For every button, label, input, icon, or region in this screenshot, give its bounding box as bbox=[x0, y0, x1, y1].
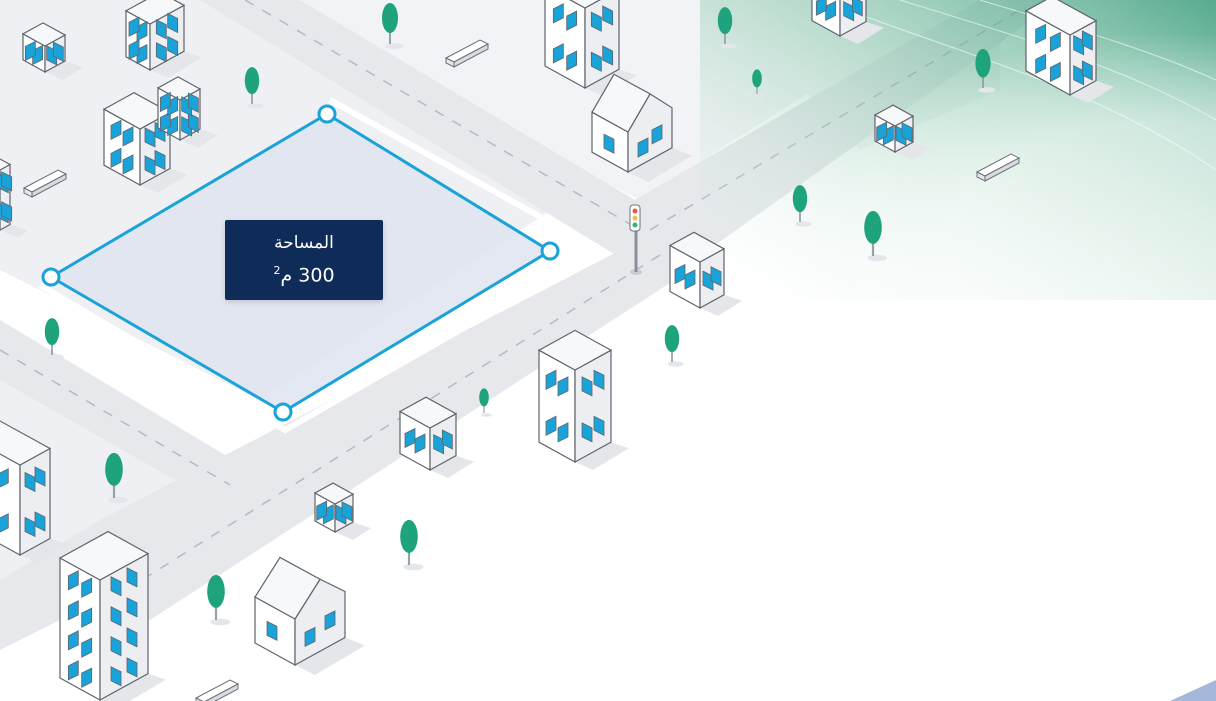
building-icon bbox=[537, 329, 629, 470]
tree-icon bbox=[479, 388, 492, 417]
area-label: المساحة bbox=[274, 232, 334, 253]
area-value: 300 م2 bbox=[273, 258, 334, 288]
tree-icon bbox=[105, 452, 129, 504]
house-icon bbox=[591, 73, 692, 182]
tree-icon bbox=[864, 210, 888, 262]
tree-icon bbox=[792, 185, 812, 227]
building-icon bbox=[873, 104, 931, 160]
area-number: 300 bbox=[298, 264, 335, 287]
building-icon bbox=[0, 420, 68, 563]
building-icon bbox=[668, 231, 742, 316]
building-icon bbox=[0, 158, 28, 238]
bench-icon bbox=[22, 169, 68, 198]
vertex-handle-icon[interactable] bbox=[273, 402, 293, 422]
vertex-handle-icon[interactable] bbox=[41, 267, 61, 287]
vertex-handle-icon[interactable] bbox=[540, 241, 560, 261]
tree-icon bbox=[382, 3, 403, 49]
building-icon bbox=[313, 482, 371, 540]
bench-icon bbox=[444, 39, 490, 68]
tree-icon bbox=[44, 318, 64, 360]
bench-icon bbox=[975, 153, 1021, 182]
building-icon bbox=[124, 0, 202, 78]
area-unit-exponent: 2 bbox=[273, 263, 281, 277]
tree-icon bbox=[244, 67, 264, 109]
building-icon bbox=[156, 76, 218, 148]
house-icon bbox=[254, 556, 365, 675]
area-unit: م bbox=[280, 264, 293, 287]
building-icon bbox=[398, 396, 474, 478]
map-objects bbox=[0, 0, 1114, 701]
area-tooltip: المساحة 300 م2 bbox=[225, 220, 383, 300]
building-icon bbox=[811, 0, 884, 44]
tree-icon bbox=[752, 69, 765, 98]
traffic-light-icon bbox=[629, 204, 642, 275]
building-icon bbox=[58, 530, 166, 701]
tree-icon bbox=[975, 49, 996, 93]
building-icon bbox=[21, 22, 83, 80]
tree-icon bbox=[207, 574, 231, 626]
tree-icon bbox=[717, 7, 737, 49]
tree-icon bbox=[664, 325, 684, 367]
building-icon bbox=[544, 0, 637, 96]
vertex-handle-icon[interactable] bbox=[317, 104, 337, 124]
tree-icon bbox=[400, 519, 424, 571]
building-icon bbox=[1024, 0, 1114, 103]
